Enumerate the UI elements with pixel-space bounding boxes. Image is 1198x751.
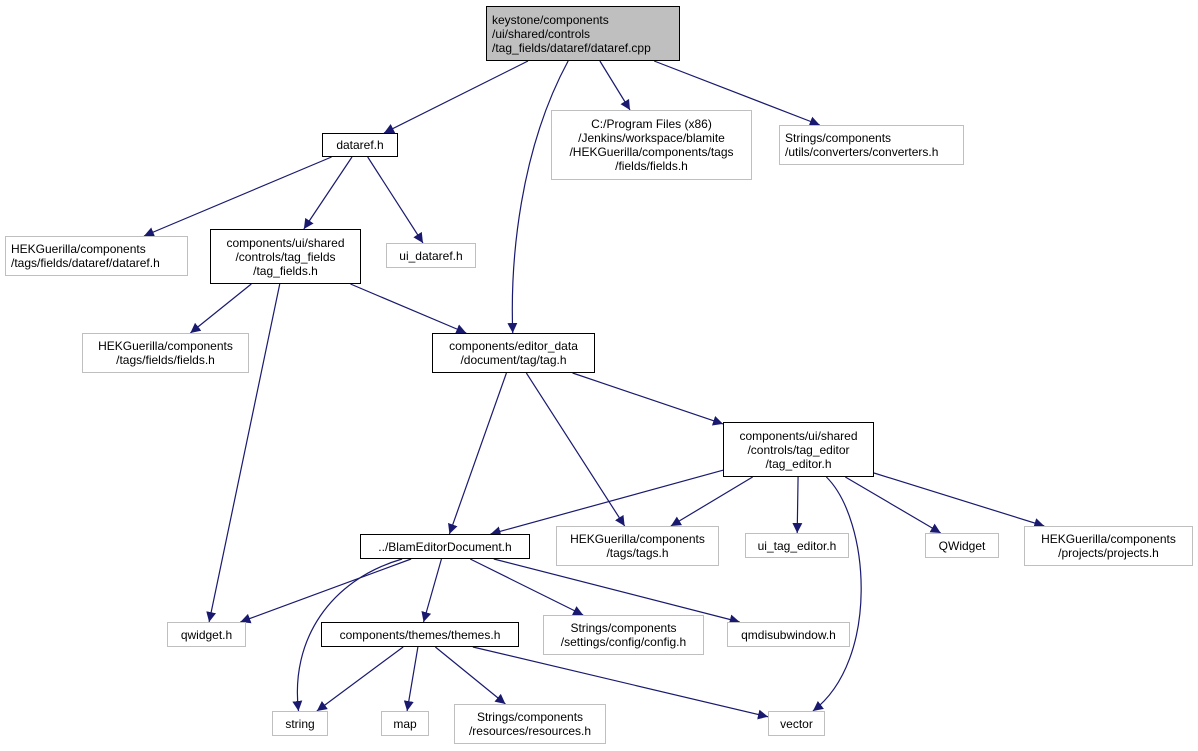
node-label-line: /ui/shared/controls: [492, 26, 591, 41]
edge-tag-fields-h-to-qwidget-h: [206, 283, 281, 623]
edge-dataref-h-to-hek-dataref-h: [143, 156, 332, 237]
node-label-line: /Jenkins/workspace/blamite: [578, 131, 725, 145]
node-label-line: /projects/projects.h: [1058, 546, 1159, 560]
node-label-line: qwidget.h: [180, 627, 233, 642]
edge-tag-editor-h-to-hek-tags-h: [670, 476, 753, 527]
node-label-line: /tag_fields.h: [253, 263, 318, 278]
node-hek-fields-h[interactable]: HEKGuerilla/components/tags/fields/field…: [82, 333, 249, 373]
edge-themes-h-to-resources-h: [434, 646, 506, 705]
edge-blam-doc-h-to-qmdisubwindow-h: [493, 558, 740, 625]
node-label-line: ui_dataref.h: [399, 248, 463, 263]
edge-tag-editor-h-to-ui-tag-editor-h: [792, 476, 803, 534]
node-dataref-h[interactable]: dataref.h: [322, 133, 398, 157]
edge-tag-editor-h-to-hek-projects-h: [873, 472, 1045, 528]
edge-tag-editor-h-to-blam-doc-h: [490, 469, 724, 537]
edge-tag-fields-h-to-hek-fields-h: [189, 283, 252, 334]
edge-dataref-h-to-tag-fields-h: [303, 156, 353, 230]
node-label-line: map: [393, 716, 417, 731]
edge-dataref-h-to-ui-dataref-h: [367, 156, 424, 244]
edge-tag-fields-h-to-tag-h: [350, 283, 467, 334]
edge-root-to-tag-h: [507, 60, 569, 334]
node-label-line: dataref.h: [336, 138, 384, 152]
node-config-h[interactable]: Strings/components/settings/config/confi…: [543, 615, 704, 655]
node-label-line: /tags/fields/dataref/dataref.h: [11, 256, 160, 270]
edge-root-to-fields-h-jenkins: [599, 60, 631, 111]
node-label-line: /tags/fields/fields.h: [116, 353, 215, 367]
node-label-line: ui_tag_editor.h: [757, 538, 837, 553]
node-resources-h[interactable]: Strings/components/resources/resources.h: [454, 704, 606, 744]
node-label-line: Strings/components: [785, 131, 892, 145]
edge-themes-h-to-map: [403, 646, 419, 712]
node-dataref-cpp[interactable]: keystone/components/ui/shared/controls/t…: [486, 6, 680, 61]
node-label-line: string: [285, 716, 315, 731]
node-label-line: /tags/tags.h: [606, 546, 669, 560]
node-label-line: vector: [780, 716, 813, 731]
edge-blam-doc-h-to-string: [292, 558, 403, 712]
node-ui-tag-editor-h[interactable]: ui_tag_editor.h: [745, 533, 849, 558]
node-label-line: components/ui/shared: [226, 235, 345, 250]
node-tag-fields-h[interactable]: components/ui/shared/controls/tag_fields…: [210, 229, 361, 284]
node-hek-tags-h[interactable]: HEKGuerilla/components/tags/tags.h: [556, 526, 719, 566]
node-label-line: /HEKGuerilla/components/tags: [569, 145, 734, 159]
edge-themes-h-to-string: [316, 646, 404, 712]
node-label-line: qmdisubwindow.h: [741, 627, 836, 642]
node-label-line: components/ui/shared: [739, 428, 858, 443]
node-themes-h[interactable]: components/themes/themes.h: [321, 622, 519, 647]
node-qwidget[interactable]: QWidget: [925, 533, 999, 558]
node-label-line: /tag_fields/dataref/dataref.cpp: [492, 40, 651, 55]
node-label-line: /tag_editor.h: [765, 456, 832, 471]
edge-root-to-converters-h: [653, 60, 820, 127]
node-qmdisubwindow-h[interactable]: qmdisubwindow.h: [727, 622, 850, 647]
edge-tag-editor-h-to-qwidget-cap: [845, 476, 942, 534]
node-label-line: keystone/components: [492, 12, 609, 27]
node-vector[interactable]: vector: [768, 711, 825, 736]
node-label-line: Strings/components: [476, 710, 584, 724]
node-label-line: /fields/fields.h: [615, 159, 688, 173]
node-label-line: HEKGuerilla/components: [1041, 532, 1176, 546]
node-label-line: /settings/config/config.h: [560, 635, 687, 649]
node-label-line: HEKGuerilla/components: [11, 242, 146, 256]
node-map[interactable]: map: [381, 711, 429, 736]
node-label-line: components/editor_data: [449, 339, 578, 353]
node-label-line: QWidget: [938, 538, 986, 553]
edge-themes-h-to-vector: [472, 646, 769, 720]
edge-blam-doc-h-to-config-h: [469, 558, 584, 616]
node-hek-projects-h[interactable]: HEKGuerilla/components/projects/projects…: [1024, 526, 1193, 566]
edge-tag-h-to-hek-tags-h: [525, 372, 626, 527]
edge-tag-h-to-tag-editor-h: [572, 372, 724, 426]
node-blam-editor-document-h[interactable]: ../BlamEditorDocument.h: [360, 534, 530, 559]
node-hek-dataref-h[interactable]: HEKGuerilla/components/tags/fields/datar…: [5, 236, 188, 276]
node-label-line: /utils/converters/converters.h: [785, 145, 939, 159]
node-label-line: components/themes/themes.h: [339, 627, 501, 642]
edge-blam-doc-h-to-qwidget-h: [240, 558, 412, 624]
node-string[interactable]: string: [272, 711, 328, 736]
node-label-line: Strings/components: [570, 621, 677, 635]
node-label-line: /controls/tag_editor: [747, 442, 850, 457]
node-label-line: /resources/resources.h: [468, 724, 592, 738]
node-label-line: HEKGuerilla/components: [570, 532, 705, 546]
node-label-line: /controls/tag_fields: [235, 249, 336, 264]
node-label-line: ../BlamEditorDocument.h: [378, 539, 512, 554]
node-jenkins-fields-h[interactable]: C:/Program Files (x86)/Jenkins/workspace…: [551, 110, 752, 180]
edge-tag-editor-h-to-vector: [812, 476, 862, 712]
node-label-line: /document/tag/tag.h: [460, 353, 567, 367]
edge-root-to-dataref-h: [383, 60, 529, 134]
node-ui-dataref-h[interactable]: ui_dataref.h: [386, 243, 476, 268]
edge-tag-h-to-blam-doc-h: [448, 372, 507, 535]
node-label-line: HEKGuerilla/components: [98, 339, 233, 353]
edge-blam-doc-h-to-themes-h: [421, 558, 443, 623]
node-converters-h[interactable]: Strings/components/utils/converters/conv…: [779, 125, 964, 165]
node-label-line: C:/Program Files (x86): [591, 117, 712, 131]
node-tag-editor-h[interactable]: components/ui/shared/controls/tag_editor…: [723, 422, 874, 477]
node-qwidget-h[interactable]: qwidget.h: [167, 622, 246, 647]
node-tag-h[interactable]: components/editor_data/document/tag/tag.…: [432, 333, 595, 373]
